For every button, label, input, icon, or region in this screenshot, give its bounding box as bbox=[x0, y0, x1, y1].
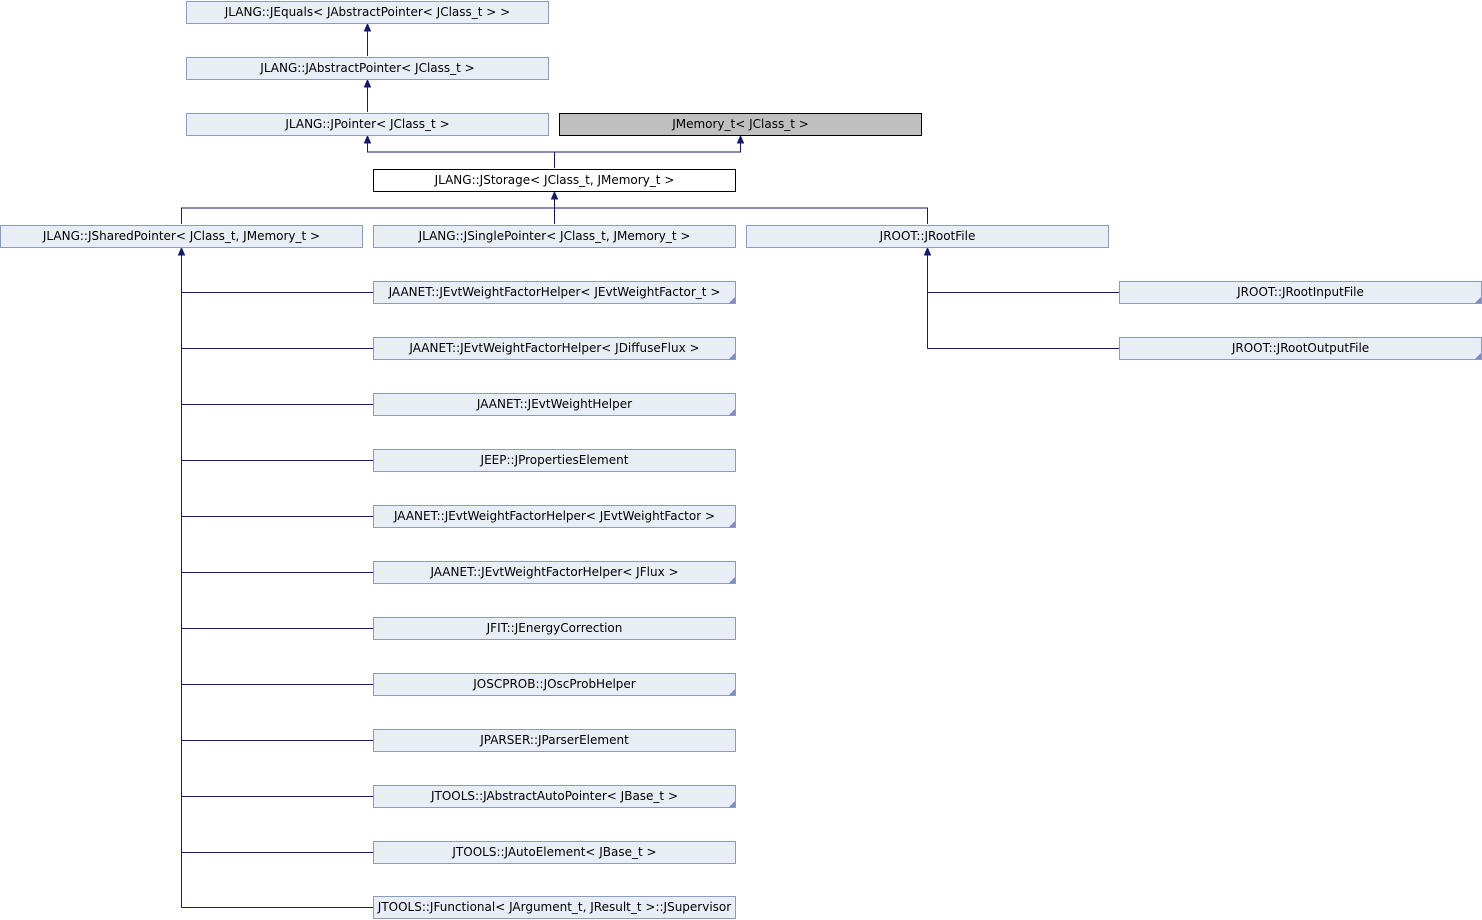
node-jmemory: JMemory_t< JClass_t > bbox=[559, 113, 922, 136]
arrowhead-jsharedpointer bbox=[177, 246, 186, 256]
edge-jstorage-jmemory bbox=[554, 136, 741, 153]
node-evtwf-helper-factor[interactable]: JAANET::JEvtWeightFactorHelper< JEvtWeig… bbox=[373, 505, 736, 528]
node-jrootinputfile[interactable]: JROOT::JRootInputFile bbox=[1119, 281, 1482, 304]
node-jenergycorrection[interactable]: JFIT::JEnergyCorrection bbox=[373, 617, 736, 640]
node-joscprobhelper[interactable]: JOSCPROB::JOscProbHelper bbox=[373, 673, 736, 696]
node-jautoelement[interactable]: JTOOLS::JAutoElement< JBase_t > bbox=[373, 841, 736, 864]
node-evtweighthelper[interactable]: JAANET::JEvtWeightHelper bbox=[373, 393, 736, 416]
node-jparserelement[interactable]: JPARSER::JParserElement bbox=[373, 729, 736, 752]
edge-jstorage-jpointer bbox=[367, 136, 555, 168]
node-jabstractautopointer[interactable]: JTOOLS::JAbstractAutoPointer< JBase_t > bbox=[373, 785, 736, 808]
node-jrootfile[interactable]: JROOT::JRootFile bbox=[746, 225, 1109, 248]
arrowhead-jabstractpointer bbox=[363, 78, 372, 88]
arrowhead-jequals bbox=[363, 22, 372, 32]
edge-arrowheads bbox=[177, 22, 932, 256]
node-evtwf-helper-flux[interactable]: JAANET::JEvtWeightFactorHelper< JFlux > bbox=[373, 561, 736, 584]
node-jpropertieselement[interactable]: JEEP::JPropertiesElement bbox=[373, 449, 736, 472]
arrowhead-jrootfile bbox=[923, 246, 932, 256]
node-jsharedpointer[interactable]: JLANG::JSharedPointer< JClass_t, JMemory… bbox=[0, 225, 363, 248]
node-jsupervisor[interactable]: JTOOLS::JFunctional< JArgument_t, JResul… bbox=[373, 896, 736, 919]
arrowhead-jpointer bbox=[363, 134, 372, 144]
node-jabstractpointer[interactable]: JLANG::JAbstractPointer< JClass_t > bbox=[186, 57, 549, 80]
node-evtwf-helper-diffuse[interactable]: JAANET::JEvtWeightFactorHelper< JDiffuse… bbox=[373, 337, 736, 360]
node-jequals[interactable]: JLANG::JEquals< JAbstractPointer< JClass… bbox=[186, 1, 549, 24]
node-jpointer[interactable]: JLANG::JPointer< JClass_t > bbox=[186, 113, 549, 136]
node-evtwf-helper-t[interactable]: JAANET::JEvtWeightFactorHelper< JEvtWeig… bbox=[373, 281, 736, 304]
edge-lines bbox=[181, 24, 1119, 908]
node-jrootoutputfile[interactable]: JROOT::JRootOutputFile bbox=[1119, 337, 1482, 360]
arrowhead-jmemory bbox=[736, 134, 745, 144]
node-jstorage: JLANG::JStorage< JClass_t, JMemory_t > bbox=[373, 169, 736, 192]
node-jsinglepointer[interactable]: JLANG::JSinglePointer< JClass_t, JMemory… bbox=[373, 225, 736, 248]
arrowhead-jstorage bbox=[550, 190, 559, 200]
